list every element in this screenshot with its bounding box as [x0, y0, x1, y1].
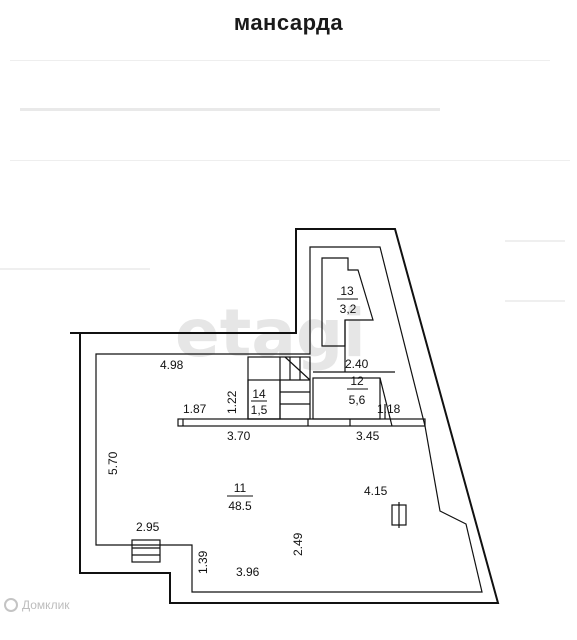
room-13-label: 13 3,2 — [337, 284, 358, 316]
partition-wall — [177, 418, 426, 427]
dim-5-70: 5.70 — [106, 451, 120, 475]
svg-text:12: 12 — [350, 374, 364, 388]
dim-4-15: 4.15 — [364, 484, 388, 498]
room-11-label: 11 48.5 — [227, 481, 253, 513]
svg-text:3,2: 3,2 — [340, 302, 357, 316]
dim-2-95: 2.95 — [136, 520, 160, 534]
svg-text:13: 13 — [340, 284, 354, 298]
dim-3-45: 3.45 — [356, 429, 380, 443]
dim-1-87: 1.87 — [183, 402, 207, 416]
svg-text:14: 14 — [252, 387, 266, 401]
svg-text:48.5: 48.5 — [228, 499, 252, 513]
footer-brand: Домклик — [4, 598, 70, 612]
domclick-logo-icon — [4, 598, 18, 612]
svg-text:1,5: 1,5 — [251, 403, 268, 417]
svg-text:11: 11 — [234, 481, 247, 495]
plan-title: мансарда — [233, 10, 344, 35]
room-12-label: 12 5,6 — [347, 374, 368, 407]
dim-2-49: 2.49 — [291, 532, 305, 556]
dim-1-39: 1.39 — [196, 550, 210, 574]
room-12-outline — [312, 377, 381, 420]
dim-1-18: 1.18 — [377, 402, 401, 416]
dim-3-70: 3.70 — [227, 429, 251, 443]
dim-4-98: 4.98 — [160, 358, 184, 372]
room-14-label: 14 1,5 — [251, 387, 268, 417]
dim-1-22: 1.22 — [225, 390, 239, 414]
dim-3-96: 3.96 — [236, 565, 260, 579]
window-right — [391, 502, 407, 528]
footer-brand-label: Домклик — [22, 598, 70, 612]
room-13-outline — [321, 257, 374, 347]
window-left-bottom — [131, 539, 161, 563]
inner-wall — [95, 246, 483, 593]
dim-2-40: 2.40 — [345, 357, 369, 371]
svg-text:5,6: 5,6 — [349, 393, 366, 407]
outer-wall — [70, 228, 500, 604]
background-scan-text — [0, 60, 570, 302]
